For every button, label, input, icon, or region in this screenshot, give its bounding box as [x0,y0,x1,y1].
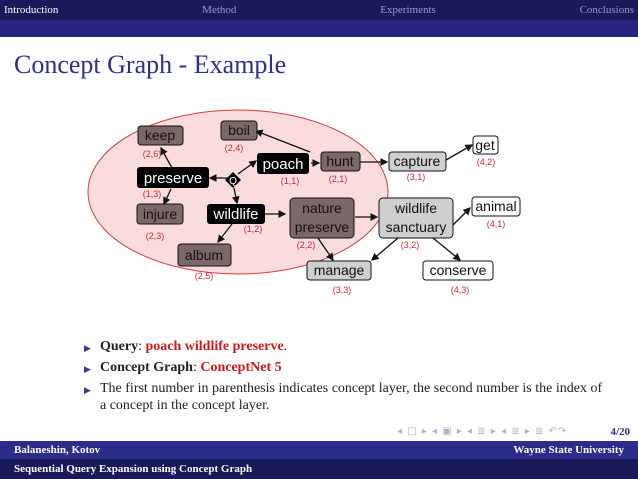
separator: : [192,360,201,375]
talk-title: Sequential Query Expansion using Concept… [14,463,253,475]
concept-graph-label: Concept Graph [100,360,193,375]
svg-text:(3,3): (3,3) [333,285,352,295]
svg-text:(4,1): (4,1) [487,219,506,229]
bullet-concept-graph: ▶ Concept Graph: ConceptNet 5 [84,359,604,376]
svg-text:manage: manage [314,262,365,278]
svg-text:(2,1): (2,1) [329,174,348,184]
svg-text:conserve: conserve [430,262,487,278]
node-album: album (2,5) [177,243,232,281]
nav-method[interactable]: Method [202,4,237,16]
node-nature-preserve: nature preserve (2,2) [289,197,355,250]
svg-text:sanctuary: sanctuary [386,219,447,235]
svg-text:(2,4): (2,4) [225,143,244,153]
nav-introduction[interactable]: Introduction [4,4,59,16]
page-number: 4/20 [610,426,630,438]
query-value: poach wildlife preserve [145,339,284,354]
node-wildlife: wildlife (1,2) [207,204,265,234]
svg-text:(1,1): (1,1) [281,176,300,186]
node-manage: manage (3,3) [306,260,372,295]
svg-text:nature: nature [302,200,342,216]
svg-text:(1,3): (1,3) [143,189,162,199]
svg-text:preserve: preserve [144,170,202,187]
svg-text:capture: capture [394,153,441,169]
bullet-triangle-icon: ▶ [84,385,91,395]
svg-text:(2,3): (2,3) [146,231,165,241]
node-wildlife-sanctuary: wildlife sanctuary (3,2) [378,197,454,250]
svg-text:(3,2): (3,2) [401,240,420,250]
bullet-triangle-icon: ▶ [84,364,91,374]
footer-bar-bottom: Sequential Query Expansion using Concept… [0,459,638,479]
svg-text:keep: keep [145,127,176,143]
node-preserve: preserve (1,3) [137,167,209,199]
bullet-explanation: ▶ The first number in parenthesis indica… [84,380,604,414]
nav-conclusions[interactable]: Conclusions [579,4,634,16]
concept-graph-value: ConceptNet 5 [200,360,282,375]
node-hunt: hunt (2,1) [320,151,361,184]
svg-text:(3,1): (3,1) [407,172,426,182]
svg-text:preserve: preserve [295,219,350,235]
svg-text:(4,2): (4,2) [477,157,496,167]
section-nav: Introduction Method Experiments Conclusi… [0,0,638,20]
svg-text:injure: injure [143,206,177,222]
svg-text:(1,2): (1,2) [244,224,263,234]
footer-bar-top: Balaneshin, Kotov Wayne State University [0,441,638,459]
svg-text:(4,3): (4,3) [451,285,470,295]
institution: Wayne State University [513,444,624,456]
period: . [283,339,288,354]
query-node: Q [225,172,241,188]
bullet-list: ▶ Query: poach wildlife preserve. ▶ Conc… [84,338,604,418]
svg-text:hunt: hunt [326,153,353,169]
node-capture: capture (3,1) [388,151,447,182]
explanation-text: The first number in parenthesis indicate… [100,381,603,413]
subsection-bar [0,20,638,37]
svg-text:(2,2): (2,2) [297,240,316,250]
beamer-navigation-icons[interactable]: ◂ □ ▸ ◂ ▣ ▸ ◂ ≣ ▸ ◂ ≣ ▸ ≣ ↶↷ [397,426,568,437]
node-poach: poach (1,1) [257,153,309,186]
node-conserve: conserve (4,3) [422,260,494,295]
svg-text:boil: boil [228,122,250,138]
nav-experiments[interactable]: Experiments [380,4,436,16]
svg-text:get: get [475,137,495,153]
node-animal: animal (4,1) [471,196,521,229]
svg-text:wildlife: wildlife [394,200,437,216]
svg-text:(2,5): (2,5) [195,271,214,281]
node-keep: keep (2,6) [137,125,184,159]
slide-title: Concept Graph - Example [14,50,287,79]
svg-text:Q: Q [229,176,237,187]
bullet-query: ▶ Query: poach wildlife preserve. [84,338,604,355]
query-label: Query [100,339,139,354]
separator: : [138,339,146,354]
authors: Balaneshin, Kotov [14,444,101,456]
concept-graph: keep (2,6) boil (2,4) preserve (1,3) Q p… [87,109,521,295]
svg-text:poach: poach [263,156,304,173]
svg-text:(2,6): (2,6) [143,149,162,159]
node-boil: boil (2,4) [220,120,258,153]
svg-text:album: album [185,247,223,263]
svg-text:wildlife: wildlife [212,206,258,223]
node-get: get (4,2) [472,135,499,167]
svg-text:animal: animal [475,198,516,214]
node-injure: injure (2,3) [136,203,184,241]
bullet-triangle-icon: ▶ [84,343,91,353]
